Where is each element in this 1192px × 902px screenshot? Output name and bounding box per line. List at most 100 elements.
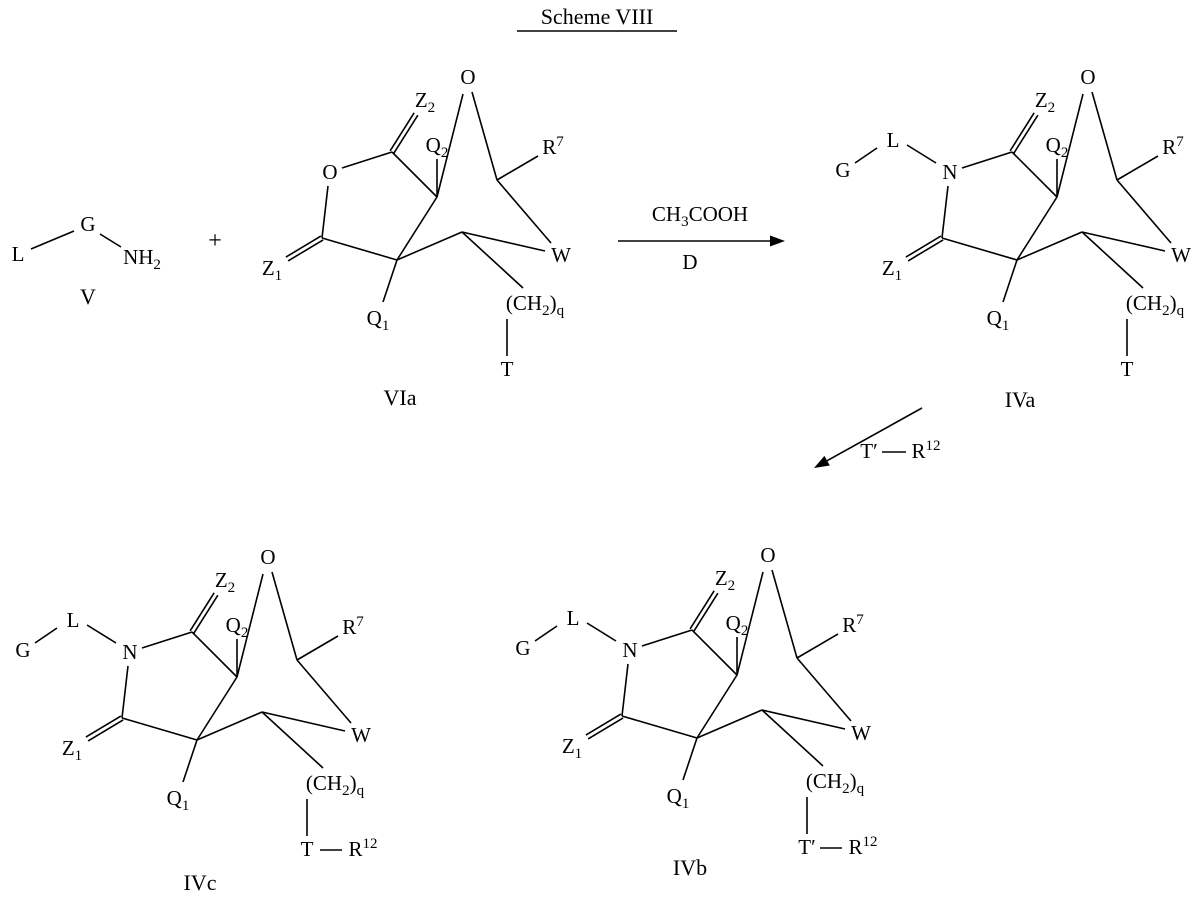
atom-g-IVc: G bbox=[15, 638, 30, 662]
arrow2-r12-label: R12 bbox=[911, 438, 940, 463]
label-z1-VIa: Z1 bbox=[262, 256, 282, 284]
scheme-title-group: Scheme VIII bbox=[517, 4, 677, 32]
label-z2-IVb: Z2 bbox=[715, 566, 735, 594]
double-bond-z2 bbox=[1013, 114, 1039, 154]
reaction-arrow-1-group: CH3COOH D bbox=[618, 202, 785, 274]
double-bond-z2 bbox=[393, 114, 419, 154]
bond-c6-ringatom bbox=[121, 665, 129, 719]
bond-g-l bbox=[854, 147, 878, 164]
atom-l-IVa: L bbox=[887, 128, 900, 152]
bond-c5-c4 bbox=[396, 231, 463, 261]
bond-c5-c6 bbox=[321, 237, 398, 261]
plus-sign: + bbox=[208, 228, 222, 254]
double-bond-z1 bbox=[285, 235, 322, 258]
bond-c3-w bbox=[1116, 179, 1172, 244]
atom-g-IVb: G bbox=[515, 636, 530, 660]
bond-c4-w bbox=[461, 231, 546, 252]
atom-w-IVc: W bbox=[351, 723, 371, 747]
bond-c4-w bbox=[261, 711, 346, 732]
bond-c1-c2 bbox=[1011, 151, 1058, 198]
label-z1-IVa: Z1 bbox=[882, 256, 902, 284]
bond-c2-bridge-o bbox=[436, 93, 464, 198]
atom-g-IVa: G bbox=[835, 158, 850, 182]
label-q2-IVb: Q2 bbox=[726, 611, 749, 639]
bond-g-nh2 bbox=[99, 233, 122, 248]
double-bond-z1 bbox=[905, 235, 942, 258]
bond-c3-r7 bbox=[796, 633, 839, 659]
atom-bridge-oxygen-IVb: O bbox=[760, 543, 775, 567]
structure-caption-V: V bbox=[80, 284, 96, 309]
bond-c4-ch2q bbox=[261, 711, 324, 769]
arrow1-reagent-label: CH3COOH bbox=[652, 202, 748, 230]
arrow1-condition-label: D bbox=[682, 250, 697, 274]
label-ch2q-IVa: (CH2)q bbox=[1126, 291, 1185, 319]
bond-c5-c4 bbox=[696, 709, 763, 739]
label-q1-IVc: Q1 bbox=[167, 786, 190, 814]
bond-c1-c2 bbox=[691, 629, 738, 676]
structure-caption-IVb: IVb bbox=[673, 855, 707, 880]
atom-l-IVc: L bbox=[67, 608, 80, 632]
bond-g-l bbox=[534, 625, 558, 642]
label-q2-IVa: Q2 bbox=[1046, 133, 1069, 161]
double-bond-z2 bbox=[689, 590, 715, 630]
bond-c2-bridge-o bbox=[236, 573, 264, 678]
double-bond-z1 bbox=[585, 713, 622, 736]
bond-l-g bbox=[30, 230, 75, 250]
double-bond-z2 bbox=[693, 592, 719, 632]
bond-c4-ch2q bbox=[1081, 231, 1144, 289]
reaction-arrow-2-shaft bbox=[826, 407, 923, 462]
bond-c2-c5 bbox=[396, 196, 438, 261]
double-bond-z2 bbox=[389, 112, 415, 152]
double-bond-z1 bbox=[907, 239, 944, 262]
label-z1-IVc: Z1 bbox=[62, 736, 82, 764]
bond-c6-ringatom bbox=[621, 663, 629, 717]
atom-w-IVb: W bbox=[851, 721, 871, 745]
atom-ring-nitrogen-IVc: N bbox=[122, 640, 137, 664]
label-q2-VIa: Q2 bbox=[426, 133, 449, 161]
bond-c3-r7 bbox=[1116, 155, 1159, 181]
atom-ring-nitrogen-IVb: N bbox=[622, 638, 637, 662]
bond-c3-r7 bbox=[296, 635, 339, 661]
atom-bridge-oxygen-IVc: O bbox=[260, 545, 275, 569]
structure-caption-VIa: VIa bbox=[384, 385, 417, 410]
bond-c4-w bbox=[1081, 231, 1166, 252]
bond-c4-ch2q bbox=[461, 231, 524, 289]
bond-c2-c5 bbox=[1016, 196, 1058, 261]
atom-bridge-oxygen-VIa: O bbox=[460, 65, 475, 89]
bond-c5-q1 bbox=[1002, 259, 1018, 303]
bond-c2-c5 bbox=[196, 676, 238, 741]
bond-c4-w bbox=[761, 709, 846, 730]
double-bond-z2 bbox=[193, 594, 219, 634]
bond-c1-c2 bbox=[191, 631, 238, 678]
bond-c5-q1 bbox=[382, 259, 398, 303]
bond-l-n bbox=[586, 622, 617, 642]
atom-l-V: L bbox=[12, 242, 25, 266]
label-r7-IVb: R7 bbox=[842, 612, 864, 637]
structure-caption-IVa: IVa bbox=[1005, 387, 1036, 412]
bond-bridge-o-c3 bbox=[1091, 91, 1118, 181]
bond-bridge-o-c3 bbox=[771, 569, 798, 659]
bond-c6-ringatom bbox=[941, 185, 949, 239]
atom-t-IVc: T bbox=[301, 837, 314, 861]
atom-l-IVb: L bbox=[567, 606, 580, 630]
bond-c5-c4 bbox=[1016, 231, 1083, 261]
label-ch2q-VIa: (CH2)q bbox=[506, 291, 565, 319]
double-bond-z2 bbox=[1009, 112, 1035, 152]
bond-c5-c6 bbox=[121, 717, 198, 741]
bond-bridge-o-c3 bbox=[271, 571, 298, 661]
structure-caption-IVc: IVc bbox=[184, 870, 217, 895]
bond-c3-w bbox=[296, 659, 352, 724]
reaction-arrow-2-head bbox=[814, 455, 830, 468]
bond-c1-c2 bbox=[391, 151, 438, 198]
atom-w-IVa: W bbox=[1171, 243, 1191, 267]
double-bond-z1 bbox=[87, 719, 124, 742]
bond-c3-w bbox=[496, 179, 552, 244]
reaction-arrow-2-group: T′R12 bbox=[814, 407, 941, 468]
bond-ringatom-c1 bbox=[141, 631, 193, 649]
bond-c2-c5 bbox=[696, 674, 738, 739]
